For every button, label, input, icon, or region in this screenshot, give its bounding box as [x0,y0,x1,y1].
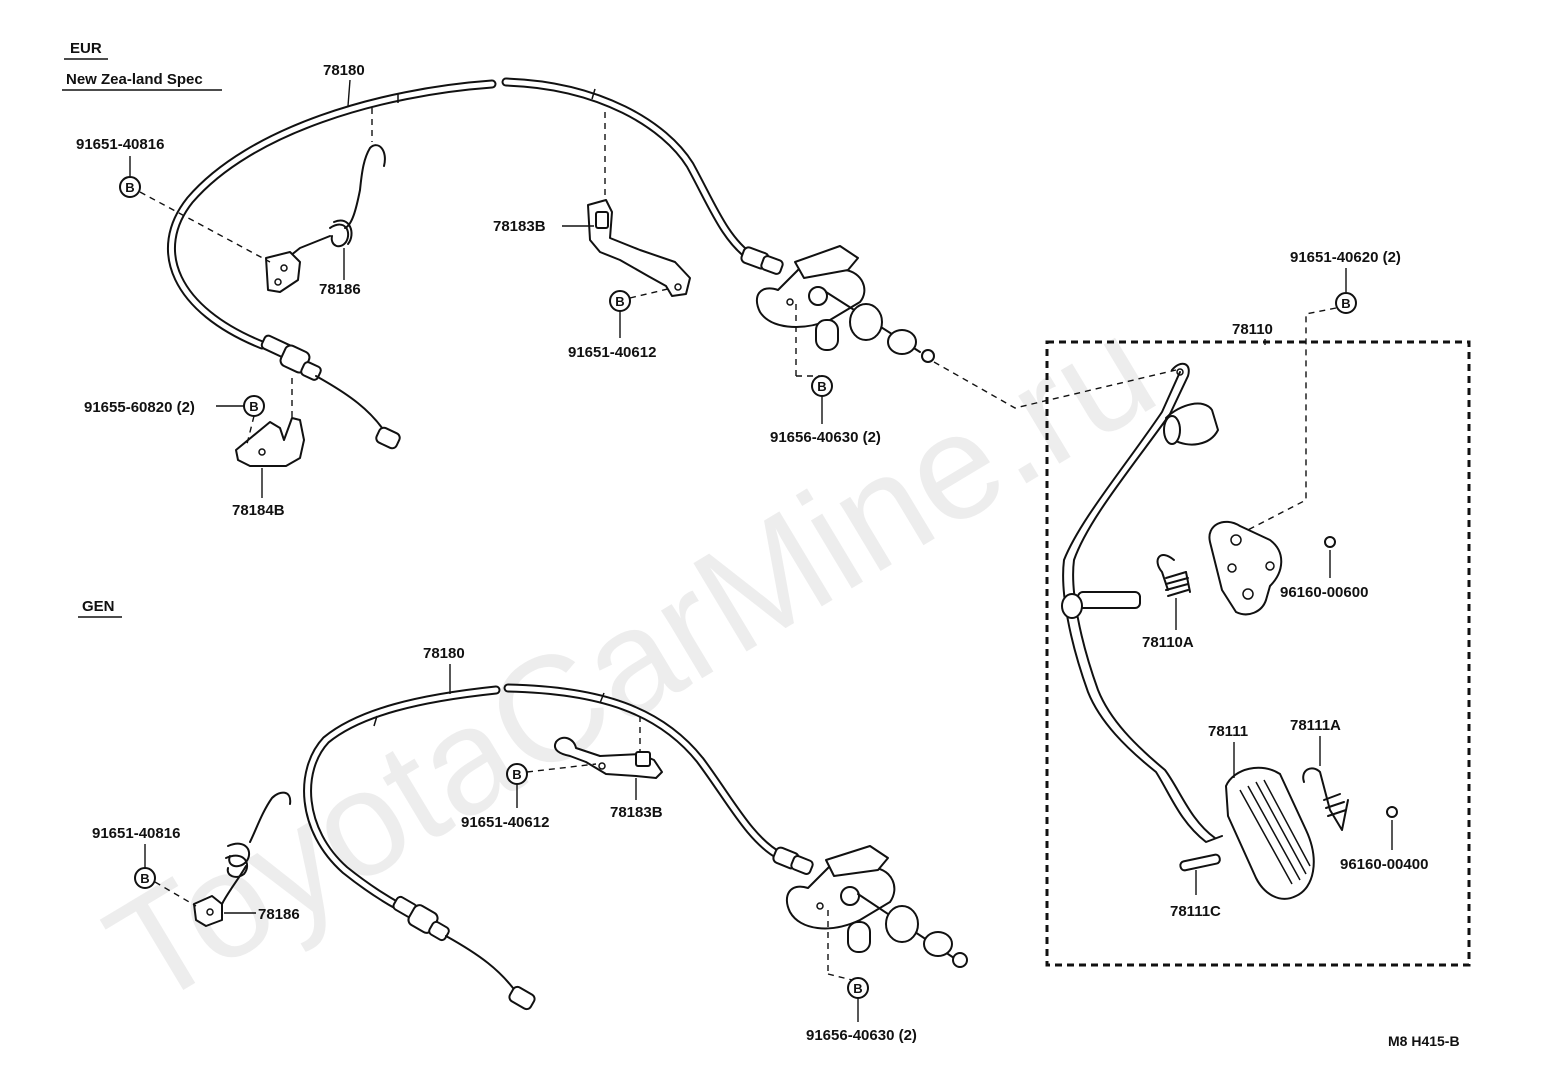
pedal-pin [1179,853,1221,872]
label-gen-bolt-mid: 91651-40612 [461,814,549,831]
pedal-assembly-box [1045,340,1471,967]
svg-text:B: B [512,767,521,782]
label-pedal-pad: 78111 [1208,723,1248,740]
label-pedal-assy: 78110 [1232,321,1273,338]
pedal-clip-lower [1386,806,1398,818]
label-gen-bolt-link: 91656-40630 (2) [806,1027,917,1044]
svg-text:B: B [817,379,826,394]
label-eur-bolt-link: 91656-40630 (2) [770,429,881,446]
label-eur-spring: 78186 [319,281,361,298]
gen-cable-bracket-mid [554,736,663,779]
pedal-shaft [1061,591,1141,619]
eur-cable-bracket-lower [235,417,305,467]
gen-spring-bracket [193,895,223,927]
svg-text:B: B [853,981,862,996]
gen-throttle-link [785,845,968,968]
pedal-pad-spring [1302,767,1349,831]
watermark: ToyotaCarMine.ru [80,284,1181,1038]
section-eur: EUR [70,40,102,57]
section-gen: GEN [82,598,115,615]
gen-return-spring [221,791,292,905]
eur-cable-bracket-mid [587,199,691,297]
gen-throttle-cable [303,683,814,1011]
label-gen-bracket-mid: 78183B [610,804,663,821]
gen-bolt-mid-marker: B [506,763,528,785]
label-eur-bolt-left: 91651-40816 [76,136,164,153]
label-pedal-bolt: 91651-40620 (2) [1290,249,1401,266]
label-pedal-clip-lower: 96160-00400 [1340,856,1428,873]
label-eur-bracket-mid: 78183B [493,218,546,235]
svg-text:B: B [249,399,258,414]
label-eur-cable: 78180 [323,62,365,79]
label-eur-bolt-lower: 91655-60820 (2) [84,399,195,416]
label-pedal-pad-spring: 78111A [1290,717,1341,734]
pedal-clip-upper [1324,536,1336,548]
label-gen-cable: 78180 [423,645,465,662]
section-new-zealand: New Zea-land Spec [66,71,203,88]
label-pedal-clip-upper: 96160-00600 [1280,584,1368,601]
eur-bolt-left-marker: B [119,176,141,198]
eur-throttle-cable [167,77,784,450]
eur-bolt-mid-marker: B [609,290,631,312]
eur-spring-bracket [265,251,301,293]
gen-bolt-link-marker: B [847,977,869,999]
label-eur-bracket-lower: 78184B [232,502,285,519]
eur-throttle-link [755,245,935,363]
eur-bolt-lower-marker: B [243,395,265,417]
svg-text:B: B [1341,296,1350,311]
label-gen-bolt-left: 91651-40816 [92,825,180,842]
label-gen-spring: 78186 [258,906,300,923]
eur-bolt-link-marker: B [811,375,833,397]
eur-return-spring [289,144,386,257]
svg-text:B: B [140,871,149,886]
svg-text:B: B [615,294,624,309]
label-pedal-spring: 78110A [1142,634,1194,651]
diagram-reference-code: M8 H415-B [1388,1033,1460,1049]
pedal-return-spring [1156,554,1191,597]
label-pedal-pin: 78111C [1170,903,1221,920]
gen-bolt-left-marker: B [134,867,156,889]
accelerator-pedal-pad [1225,766,1315,900]
pedal-bolt-marker: B [1335,292,1357,314]
svg-text:B: B [125,180,134,195]
label-eur-bolt-mid: 91651-40612 [568,344,656,361]
pedal-bracket-plate [1208,520,1283,616]
